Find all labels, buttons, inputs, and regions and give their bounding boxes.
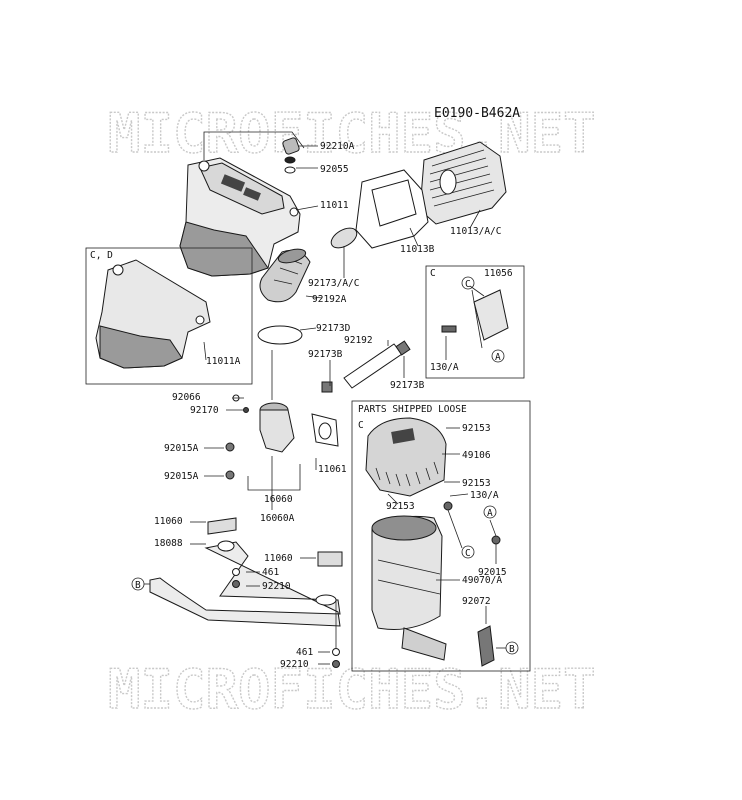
- label-461-top: 461: [262, 567, 279, 578]
- muffler[interactable]: [371, 515, 447, 661]
- label-16060A: 16060A: [260, 513, 295, 524]
- filler-cap[interactable]: [282, 137, 300, 174]
- label-92153-top: 92153: [462, 423, 491, 434]
- label-11011A: 11011A: [206, 356, 241, 367]
- label-92153-mid: 92153: [462, 478, 491, 489]
- group-c-box: C: [425, 265, 525, 379]
- svg-text:B: B: [135, 580, 141, 591]
- label-92066: 92066: [172, 392, 201, 403]
- label-92015A-bottom: 92015A: [164, 471, 199, 482]
- label-11060-right: 11060: [264, 553, 293, 564]
- diagram-code: E0190-B462A: [434, 106, 520, 121]
- label-92210-top: 92210: [262, 581, 291, 592]
- svg-text:A: A: [495, 352, 501, 363]
- label-11056: 11056: [484, 268, 513, 279]
- svg-text:C: C: [465, 279, 471, 290]
- intake-gasket[interactable]: [311, 413, 339, 447]
- parts-shipped-loose-box: PARTS SHIPPED LOOSE C: [351, 400, 531, 672]
- marker-c-small: C: [461, 276, 475, 290]
- label-92072: 92072: [462, 596, 491, 607]
- intake-pipe-elbow[interactable]: [225, 394, 295, 480]
- group-c-small-label: C: [430, 268, 436, 279]
- label-92210A: 92210A: [320, 141, 355, 152]
- label-461-bottom: 461: [296, 647, 313, 658]
- label-130A-small: 130/A: [430, 362, 459, 373]
- hose-clamp[interactable]: [257, 325, 303, 345]
- label-92210-bottom: 92210: [280, 659, 309, 670]
- label-16060: 16060: [264, 494, 293, 505]
- foam-pre-filter[interactable]: [355, 169, 429, 249]
- label-92173B-bottom: 92173B: [390, 380, 425, 391]
- label-49070-a: 49070/A: [462, 575, 502, 586]
- label-92153-bottom: 92153: [386, 501, 415, 512]
- exhaust-pipe[interactable]: [149, 517, 343, 668]
- svg-text:B: B: [509, 644, 515, 655]
- label-92192A: 92192A: [312, 294, 347, 305]
- marker-c-loose: C: [461, 545, 475, 559]
- intake-elbow-hose[interactable]: [259, 224, 360, 303]
- part-labels: 92210A 92055 11011 11013/A/C 11013B 9217…: [154, 141, 513, 670]
- marker-a-loose: A: [483, 505, 497, 519]
- label-92055: 92055: [320, 164, 349, 175]
- label-11011: 11011: [320, 200, 349, 211]
- label-92015: 92015: [478, 567, 507, 578]
- label-92015A-top: 92015A: [164, 443, 199, 454]
- label-92173B-top: 92173B: [308, 349, 343, 360]
- svg-text:C: C: [465, 548, 471, 559]
- marker-a-small: A: [491, 349, 505, 363]
- label-92173D: 92173D: [316, 323, 351, 334]
- marker-b-loose: B: [505, 641, 519, 655]
- label-92173-a-c: 92173/A/C: [308, 278, 359, 289]
- muffler-bracket[interactable]: [477, 625, 495, 667]
- label-92170: 92170: [190, 405, 219, 416]
- group-cd-box: C, D: [85, 247, 253, 385]
- label-11013-a-c: 11013/A/C: [450, 226, 501, 237]
- label-11060-left: 11060: [154, 516, 183, 527]
- label-11013B: 11013B: [400, 244, 435, 255]
- label-92192: 92192: [344, 335, 373, 346]
- breather-hose[interactable]: [321, 340, 411, 393]
- label-18088: 18088: [154, 538, 183, 549]
- label-11061: 11061: [318, 464, 347, 475]
- watermark-top: MICROFICHES.NET: [108, 102, 596, 165]
- group-cd-label: C, D: [90, 250, 113, 261]
- parts-shipped-loose-title: PARTS SHIPPED LOOSE: [358, 404, 467, 415]
- svg-text:A: A: [487, 508, 493, 519]
- muffler-guard[interactable]: [365, 417, 447, 497]
- label-130A-loose: 130/A: [470, 490, 499, 501]
- group-c-loose-label: C: [358, 420, 364, 431]
- leader-lines: [144, 131, 506, 665]
- air-cleaner-housing[interactable]: [179, 157, 301, 277]
- marker-b-pipe: B: [131, 577, 145, 591]
- label-49106: 49106: [462, 450, 491, 461]
